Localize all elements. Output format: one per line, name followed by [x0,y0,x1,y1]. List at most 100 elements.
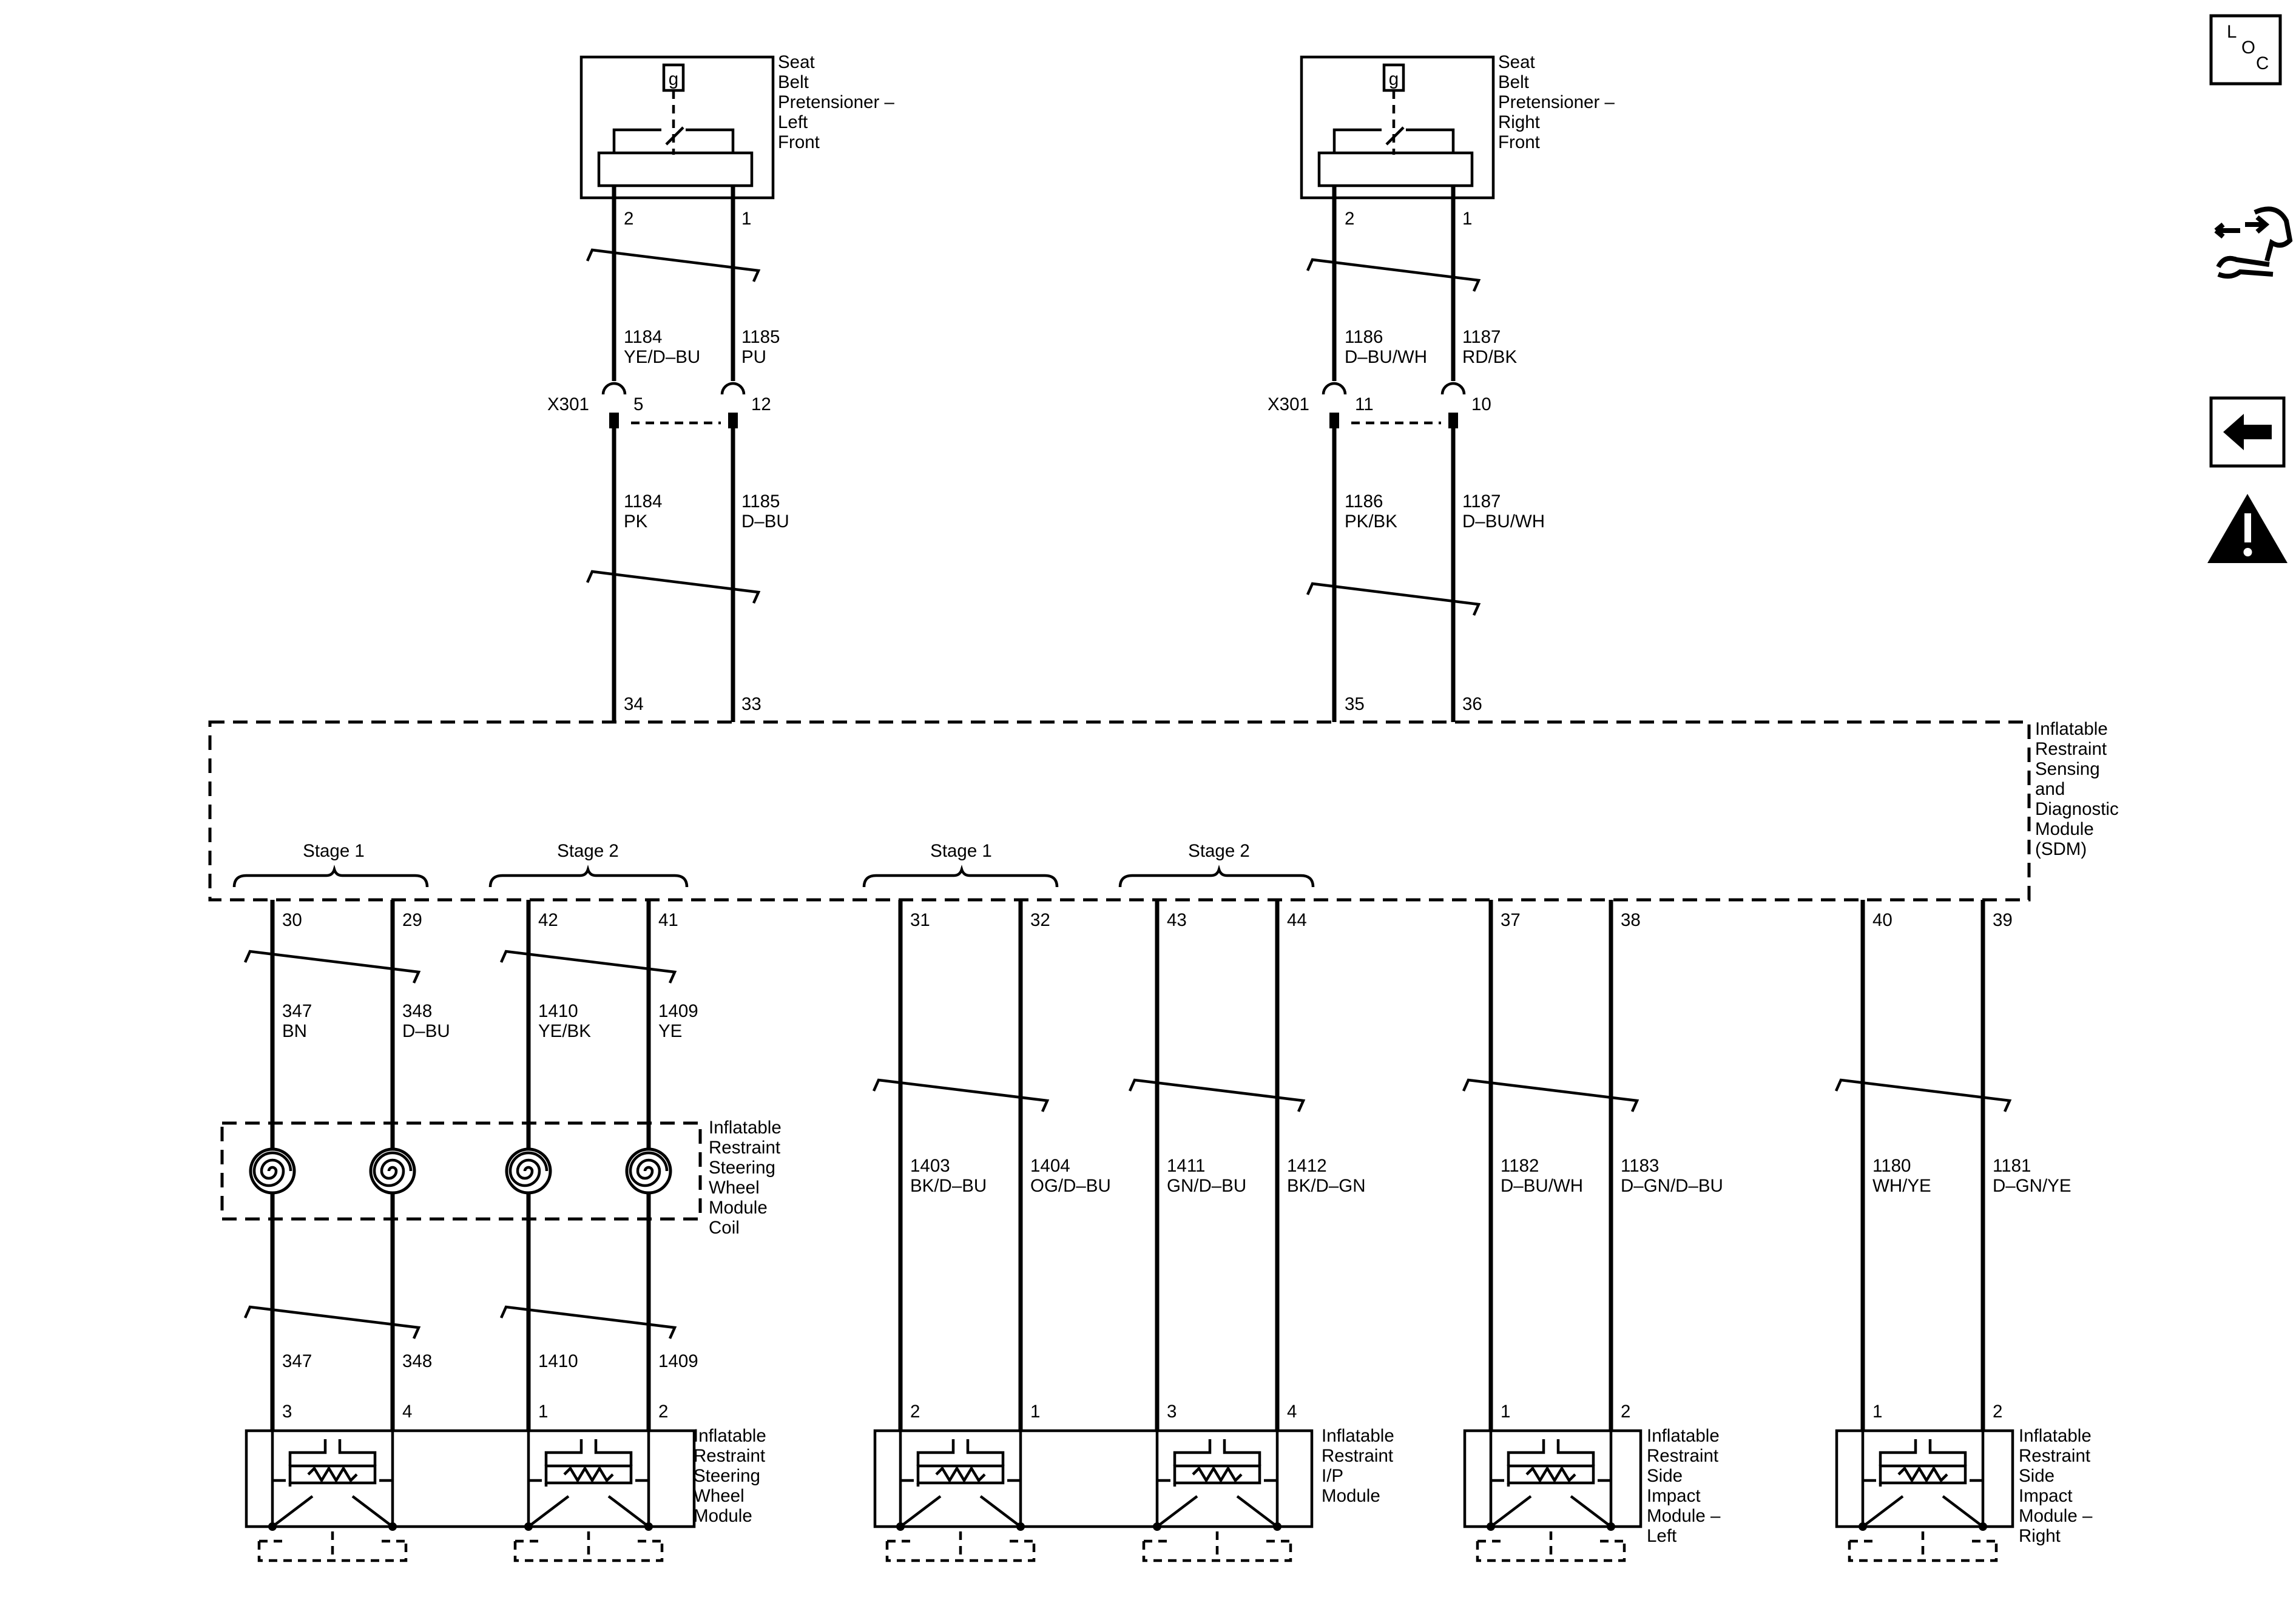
svg-text:Steering: Steering [694,1466,760,1486]
svg-text:Steering: Steering [709,1158,775,1178]
svg-text:36: 36 [1462,694,1482,714]
svg-text:Restraint: Restraint [1322,1446,1393,1466]
stage-braces [232,865,1315,888]
svg-text:Side: Side [1647,1466,1683,1486]
svg-text:5: 5 [633,394,643,414]
svg-text:Inflatable: Inflatable [694,1426,766,1446]
svg-text:Module: Module [2035,819,2094,839]
svg-text:Seat: Seat [778,52,815,72]
sdm-module[interactable] [208,720,2031,902]
svg-text:YE/D–BU: YE/D–BU [624,347,700,367]
svg-text:Coil: Coil [709,1218,740,1238]
stage-label: Stage 2 [1188,841,1250,861]
clockspring-icon [625,1147,672,1195]
svg-text:1404: 1404 [1030,1156,1070,1176]
x301-label: X301 [1268,394,1309,414]
svg-text:BK/D–BU: BK/D–BU [910,1176,987,1196]
svg-text:30: 30 [282,910,302,930]
svg-text:Pretensioner –: Pretensioner – [778,92,894,112]
svg-text:Right: Right [1498,112,1540,132]
svg-text:YE/BK: YE/BK [538,1021,591,1041]
side-right-label: Inflatable Restraint Side Impact Module … [2019,1426,2093,1546]
inflator-squib-icon [885,1431,1036,1562]
coil-label: Inflatable Restraint Steering Wheel Modu… [709,1118,782,1238]
svg-text:(SDM): (SDM) [2035,839,2087,859]
back-arrow-icon[interactable] [2209,396,2286,468]
svg-text:Right: Right [2019,1526,2061,1546]
inflator-squib-icon [1476,1431,1626,1562]
svg-text:11: 11 [1355,394,1374,414]
svg-text:C: C [2256,53,2269,73]
svg-text:WH/YE: WH/YE [1872,1176,1931,1196]
svg-text:1187: 1187 [1462,327,1501,347]
svg-text:Belt: Belt [1498,72,1529,92]
svg-text:Belt: Belt [778,72,809,92]
svg-text:348: 348 [402,1001,432,1021]
svg-text:Sensing: Sensing [2035,759,2100,779]
svg-text:Restraint: Restraint [709,1138,780,1158]
svg-text:1409: 1409 [658,1351,698,1371]
x301-label: X301 [547,394,589,414]
svg-text:12: 12 [751,394,771,414]
svg-text:29: 29 [402,910,422,930]
svg-text:RD/BK: RD/BK [1462,347,1517,367]
svg-text:Pretensioner –: Pretensioner – [1498,92,1615,112]
svg-text:1183: 1183 [1621,1156,1659,1176]
svg-text:Module: Module [694,1506,752,1526]
connector-tool-icon[interactable] [2214,206,2293,279]
svg-text:Inflatable: Inflatable [2035,719,2108,739]
svg-text:Impact: Impact [2019,1486,2073,1506]
svg-text:4: 4 [1287,1402,1297,1422]
steering-module-label: Inflatable Restraint Steering Wheel Modu… [694,1426,766,1526]
pin-label: 2 [1345,209,1354,229]
svg-text:Inflatable: Inflatable [2019,1426,2092,1446]
svg-text:Module –: Module – [1647,1506,1721,1526]
side-impact-module-right[interactable] [1835,1429,2014,1528]
svg-text:PK: PK [624,511,648,532]
svg-text:32: 32 [1030,910,1050,930]
svg-text:1186: 1186 [1345,327,1383,347]
pretensioner-right-label: Seat Belt Pretensioner – Right Front [1498,52,1615,152]
svg-text:2: 2 [1621,1402,1630,1422]
svg-text:347: 347 [282,1351,312,1371]
svg-text:O: O [2241,38,2255,58]
ip-module-label: Inflatable Restraint I/P Module [1322,1426,1394,1506]
svg-text:g: g [1389,69,1399,89]
ip-module[interactable] [873,1429,1314,1528]
svg-text:1412: 1412 [1287,1156,1327,1176]
svg-text:D–GN/D–BU: D–GN/D–BU [1621,1176,1723,1196]
svg-text:Restraint: Restraint [2035,739,2107,759]
side-impact-module-left[interactable] [1463,1429,1643,1528]
pin-label: 2 [624,209,633,229]
svg-text:Wheel: Wheel [694,1486,745,1506]
clockspring-icon [505,1147,552,1195]
svg-text:Inflatable: Inflatable [1647,1426,1720,1446]
upper-wires [586,186,1481,722]
side-left-label: Inflatable Restraint Side Impact Module … [1647,1426,1721,1546]
svg-text:3: 3 [1167,1402,1177,1422]
pretensioner-left[interactable]: g [579,55,775,200]
svg-text:Impact: Impact [1647,1486,1701,1506]
svg-text:Restraint: Restraint [694,1446,765,1466]
x301-connector-right[interactable] [1322,382,1466,428]
svg-text:D–GN/YE: D–GN/YE [1993,1176,2071,1196]
warning-icon[interactable] [2207,494,2288,563]
loc-icon[interactable]: L O C [2209,14,2282,86]
pretensioner-left-label: Seat Belt Pretensioner – Left Front [778,52,894,152]
svg-text:1181: 1181 [1993,1156,2031,1176]
x301-connector-left[interactable] [601,382,746,428]
inflator-squib-icon [257,1431,408,1562]
stage-label: Stage 1 [930,841,992,861]
inflator-symbols [257,1431,1998,1562]
svg-text:42: 42 [538,910,558,930]
steering-wheel-module[interactable] [245,1429,696,1528]
pretensioner-right[interactable]: g [1300,55,1495,200]
svg-text:1409: 1409 [658,1001,698,1021]
svg-text:1187: 1187 [1462,491,1501,511]
svg-text:37: 37 [1501,910,1521,930]
svg-text:D–BU/WH: D–BU/WH [1345,347,1427,367]
steering-wheel-coil[interactable] [220,1121,702,1221]
inflator-squib-icon [513,1431,664,1562]
svg-text:Front: Front [1498,132,1540,152]
